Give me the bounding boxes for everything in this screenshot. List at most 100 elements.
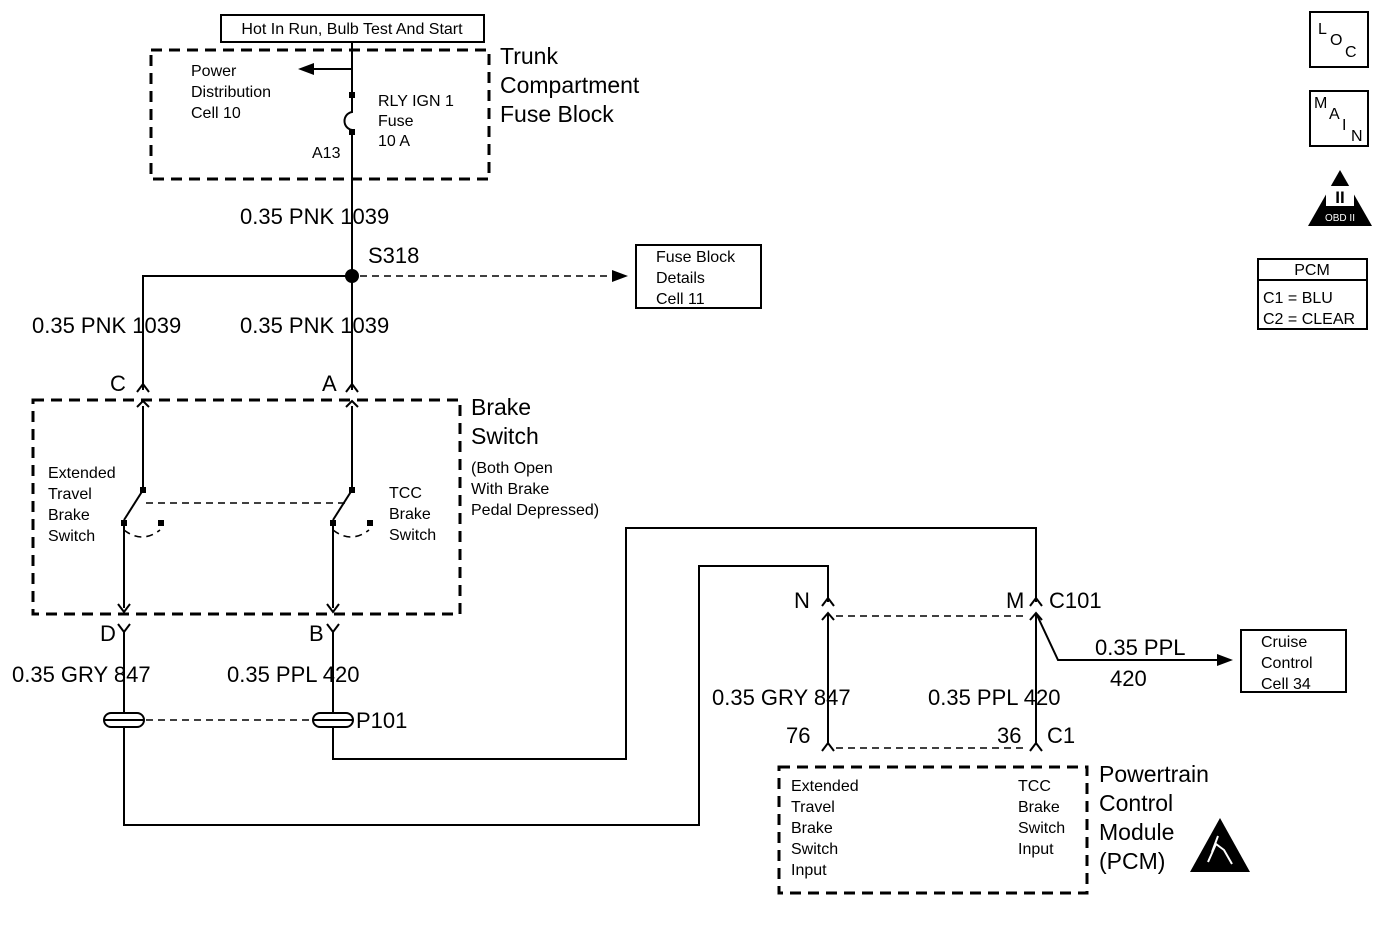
fuse-details-3: Cell 11 bbox=[656, 291, 705, 308]
fuse-block-title-2: Compartment bbox=[500, 72, 640, 98]
fuse-details-arrow-icon bbox=[612, 270, 628, 282]
p101-label: P101 bbox=[356, 708, 407, 733]
svg-text:L: L bbox=[1318, 21, 1327, 38]
cruise-3: Cell 34 bbox=[1261, 676, 1311, 693]
wire-label-d: 0.35 GRY 847 bbox=[12, 662, 151, 687]
svg-text:C: C bbox=[1345, 44, 1357, 61]
splice-label: S318 bbox=[368, 243, 419, 268]
pcm-title-1: Powertrain bbox=[1099, 761, 1209, 787]
trunk-fuse-block: Trunk Compartment Fuse Block Power Distr… bbox=[149, 42, 640, 181]
cruise-box: Cruise Control Cell 34 bbox=[1240, 629, 1347, 693]
c1-label: C1 bbox=[1047, 723, 1075, 748]
pin-c-label: C bbox=[110, 371, 126, 396]
power-dist-arrow-icon bbox=[298, 63, 314, 75]
pcm-left-4: Switch bbox=[791, 841, 838, 858]
pin-b-label: B bbox=[309, 621, 324, 646]
pin-36-label: 36 bbox=[997, 723, 1021, 748]
pin-n-label: N bbox=[794, 588, 810, 613]
terminal-a13: A13 bbox=[312, 145, 341, 162]
pin-76-connector bbox=[821, 741, 835, 752]
fuse-block-title-3: Fuse Block bbox=[500, 101, 614, 127]
pin-a-label: A bbox=[322, 371, 337, 396]
brake-note-1: (Both Open bbox=[471, 460, 553, 477]
wire-ppl-420-route bbox=[332, 527, 1037, 760]
svg-text:A: A bbox=[1329, 106, 1340, 123]
wire-c-feed bbox=[142, 275, 352, 390]
c101-label: C101 bbox=[1049, 588, 1102, 613]
brake-switch-box: Brake Switch (Both Open With Brake Pedal… bbox=[31, 394, 599, 616]
pcm-title-3: Module bbox=[1099, 819, 1174, 845]
power-dist-2: Distribution bbox=[191, 84, 271, 101]
pin-m-connector bbox=[1029, 596, 1043, 607]
svg-text:O: O bbox=[1330, 32, 1342, 49]
fuse-icon bbox=[343, 98, 353, 132]
pcm-legend-c2: C2 = CLEAR bbox=[1263, 311, 1355, 328]
pin-b-connector bbox=[326, 623, 340, 634]
svg-text:II: II bbox=[1335, 188, 1344, 207]
pcm-legend-c1: C1 = BLU bbox=[1263, 290, 1333, 307]
pin-d-label: D bbox=[100, 621, 116, 646]
power-dist-3: Cell 10 bbox=[191, 105, 241, 122]
cruise-1: Cruise bbox=[1261, 634, 1307, 651]
wire-label-m: 0.35 PPL 420 bbox=[928, 685, 1061, 710]
pcm-legend: PCM C1 = BLU C2 = CLEAR bbox=[1257, 258, 1368, 330]
cruise-2: Control bbox=[1261, 655, 1313, 672]
wire-label-b: 0.35 PPL 420 bbox=[227, 662, 360, 687]
pcm-title-2: Control bbox=[1099, 790, 1173, 816]
brake-switch-title-1: Brake bbox=[471, 394, 531, 420]
fuse-details-1: Fuse Block bbox=[656, 249, 736, 266]
tcc-switch-1: TCC bbox=[389, 485, 422, 502]
power-dist-1: Power bbox=[191, 63, 237, 80]
wire-label-mid: 0.35 PNK 1039 bbox=[240, 313, 389, 338]
pcm-right-1: TCC bbox=[1018, 778, 1051, 795]
pin-c-connector bbox=[136, 382, 150, 393]
pcm-legend-title: PCM bbox=[1294, 262, 1330, 279]
wire-cruise-branch bbox=[1035, 612, 1218, 661]
ext-switch-2: Travel bbox=[48, 486, 92, 503]
pin-n-connector bbox=[821, 596, 835, 607]
tcc-switch-blade-icon bbox=[332, 489, 353, 521]
pin-d-connector bbox=[117, 623, 131, 634]
main-icon[interactable]: M A I N bbox=[1309, 90, 1369, 147]
ext-switch-4: Switch bbox=[48, 528, 95, 545]
pin-a-connector bbox=[345, 382, 359, 393]
fuse-label-2: Fuse bbox=[378, 113, 414, 130]
ext-switch-3: Brake bbox=[48, 507, 90, 524]
svg-text:M: M bbox=[1314, 95, 1327, 112]
pcm-title-4: (PCM) bbox=[1099, 848, 1165, 874]
fuse-details-2: Details bbox=[656, 270, 705, 287]
header-box: Hot In Run, Bulb Test And Start bbox=[220, 14, 485, 43]
fuse-label-3: 10 A bbox=[378, 133, 410, 150]
fuse-details-box: Fuse Block Details Cell 11 bbox=[635, 244, 762, 309]
pcm-right-2: Brake bbox=[1018, 799, 1060, 816]
wire-label-n: 0.35 GRY 847 bbox=[712, 685, 851, 710]
pin-36-connector bbox=[1029, 741, 1043, 752]
pcm-box: Extended Travel Brake Switch Input TCC B… bbox=[777, 761, 1209, 895]
obd-ii-icon[interactable]: II OBD II bbox=[1308, 170, 1372, 226]
svg-text:N: N bbox=[1351, 128, 1363, 145]
pcm-right-3: Switch bbox=[1018, 820, 1065, 837]
pcm-left-5: Input bbox=[791, 862, 827, 879]
brake-note-3: Pedal Depressed) bbox=[471, 502, 599, 519]
wire-label-cruise-2: 420 bbox=[1110, 666, 1147, 691]
esd-warning-icon bbox=[1190, 818, 1250, 872]
tcc-switch-2: Brake bbox=[389, 506, 431, 523]
header-box-label: Hot In Run, Bulb Test And Start bbox=[241, 21, 463, 38]
loc-icon[interactable]: L O C bbox=[1309, 11, 1369, 68]
pcm-left-3: Brake bbox=[791, 820, 833, 837]
brake-switch-title-2: Switch bbox=[471, 423, 539, 449]
svg-text:OBD II: OBD II bbox=[1325, 213, 1355, 224]
brake-note-2: With Brake bbox=[471, 481, 549, 498]
fuse-block-title-1: Trunk bbox=[500, 43, 558, 69]
svg-text:I: I bbox=[1342, 117, 1346, 134]
pcm-left-1: Extended bbox=[791, 778, 859, 795]
ext-switch-1: Extended bbox=[48, 465, 116, 482]
wire-label-top: 0.35 PNK 1039 bbox=[240, 204, 389, 229]
pin-76-label: 76 bbox=[786, 723, 810, 748]
pcm-right-4: Input bbox=[1018, 841, 1054, 858]
tcc-switch-3: Switch bbox=[389, 527, 436, 544]
wire-label-cruise-1: 0.35 PPL bbox=[1095, 635, 1186, 660]
cruise-arrow-icon bbox=[1217, 654, 1233, 666]
wire-gry-847-route bbox=[123, 565, 829, 826]
